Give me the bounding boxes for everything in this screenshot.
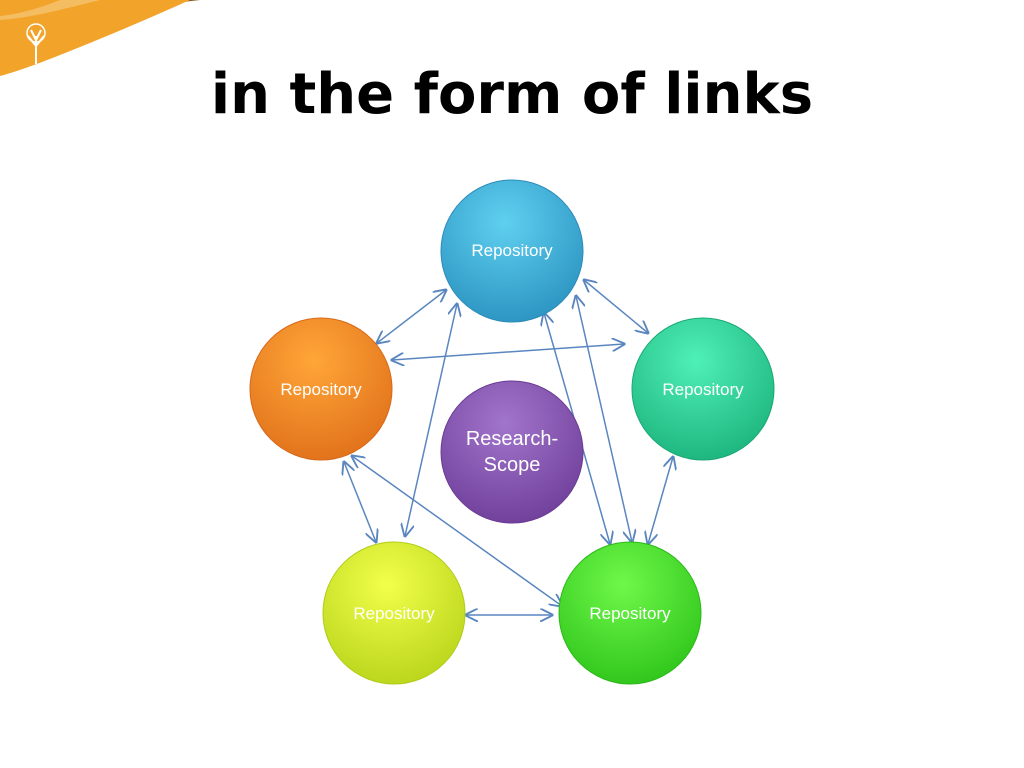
center-label-line1: Research- <box>466 428 558 450</box>
link-left-bottomleft <box>344 462 376 542</box>
node-bottom-left: Repository <box>322 541 466 685</box>
link-top-bottomright-2 <box>576 296 632 542</box>
node-top: Repository <box>440 179 584 323</box>
corner-decoration <box>0 0 200 76</box>
node-right: Repository <box>631 317 775 461</box>
corner-orange-swoosh <box>0 0 190 76</box>
node-bottom-right-label: Repository <box>589 604 671 623</box>
link-top-right <box>584 280 648 333</box>
node-left: Repository <box>249 317 393 461</box>
node-center: Research- Scope <box>440 380 584 524</box>
node-right-label: Repository <box>662 380 744 399</box>
node-top-label: Repository <box>471 241 553 260</box>
node-left-label: Repository <box>280 380 362 399</box>
tree-icon <box>26 23 46 64</box>
slide-title: in the form of links <box>210 62 814 127</box>
corner-cream-wave <box>0 0 100 20</box>
node-bottom-right: Repository <box>558 541 702 685</box>
link-top-left <box>377 290 446 343</box>
node-bottom-left-label: Repository <box>353 604 435 623</box>
link-top-bottomleft <box>405 304 457 536</box>
center-label-line2: Scope <box>484 454 541 476</box>
link-right-bottomright <box>648 457 673 544</box>
